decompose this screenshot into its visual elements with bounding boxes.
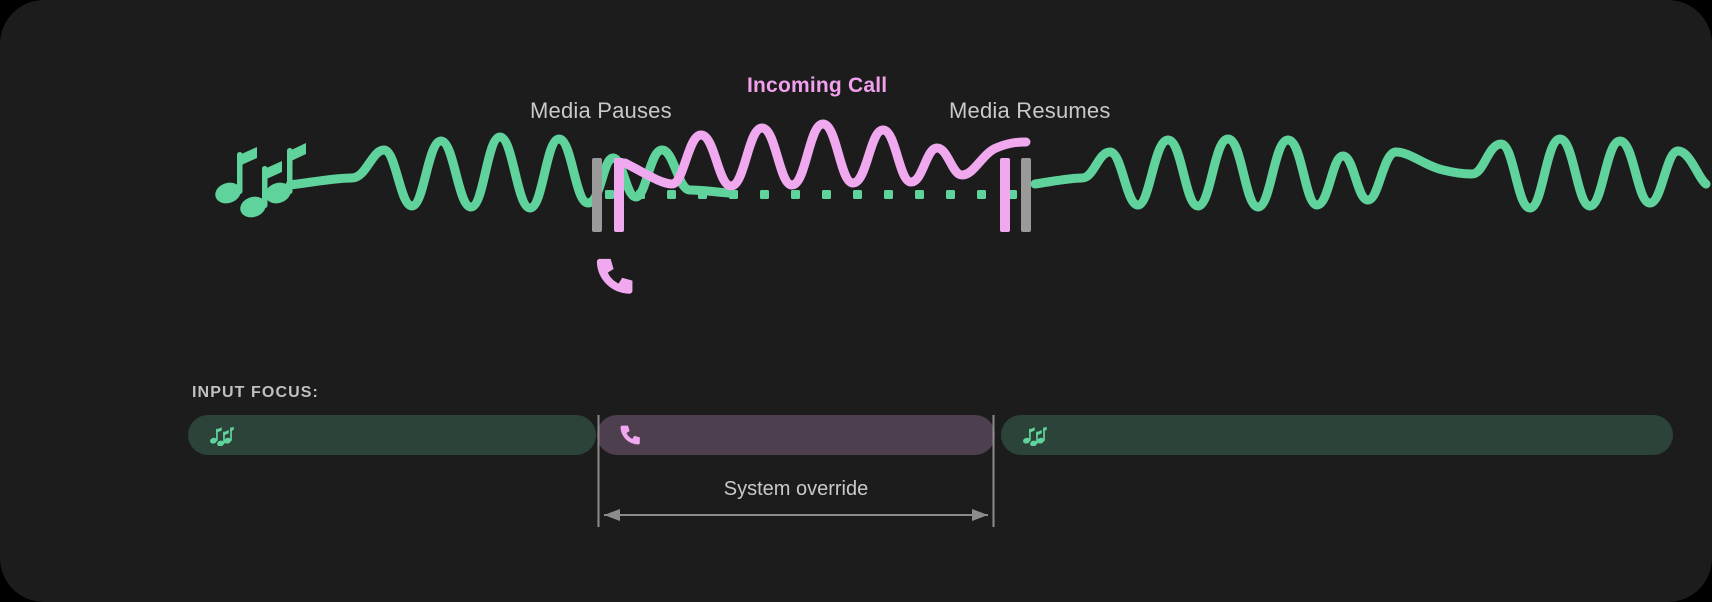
music-notes-icon: [210, 426, 234, 446]
label-media-pauses: Media Pauses: [530, 98, 672, 123]
system-override-label: System override: [723, 478, 869, 500]
media-waveform-after: [1030, 134, 1711, 213]
muted-dotted-track: [605, 190, 1017, 199]
music-notes-icon: [1023, 426, 1047, 446]
phone-icon: [596, 258, 633, 294]
focus-track-media-after[interactable]: [1001, 415, 1673, 455]
timeline-region: Media Pauses Incoming Call Media Resumes: [215, 74, 1711, 294]
arrow-head-right: [972, 509, 988, 521]
pause-marker: [592, 158, 624, 232]
arrow-head-left: [604, 509, 620, 521]
input-focus-title: INPUT FOCUS:: [192, 384, 319, 401]
label-incoming-call: Incoming Call: [747, 74, 888, 97]
music-notes-icon: [215, 143, 306, 218]
media-waveform-before: [285, 132, 734, 213]
waveform-timeline-graphic: [215, 119, 1711, 294]
resume-marker: [1000, 158, 1031, 232]
focus-track-media-before[interactable]: [188, 415, 596, 455]
phone-icon: [620, 425, 640, 445]
call-waveform: [620, 119, 1031, 191]
label-media-resumes: Media Resumes: [949, 98, 1111, 123]
focus-track-call[interactable]: [597, 415, 995, 455]
